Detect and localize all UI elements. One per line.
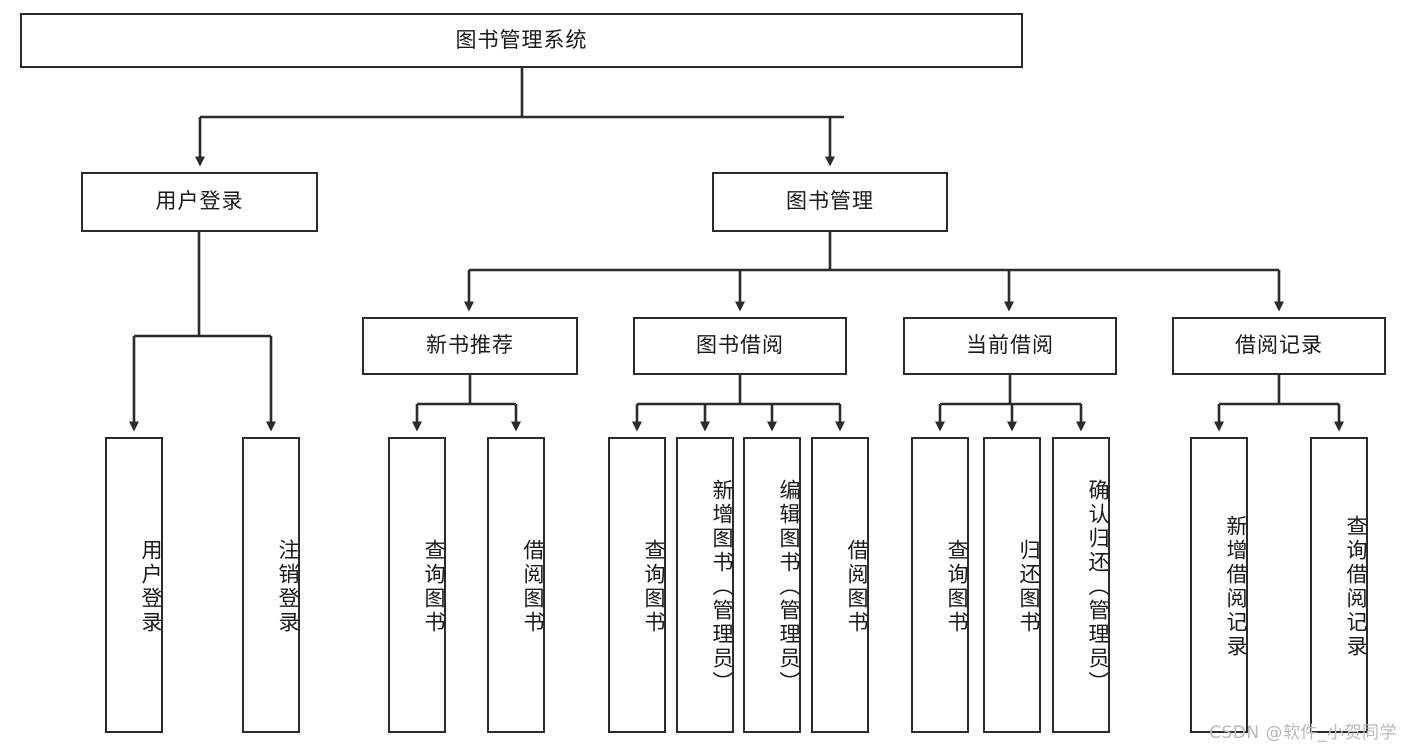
node-borrow-record-label: 借阅记录 (1235, 333, 1323, 358)
node-leaf-add-record-label: 新增借阅记录 (1224, 515, 1248, 659)
node-book-borrow[interactable]: 图书借阅 (633, 317, 847, 375)
node-new-book-recommend[interactable]: 新书推荐 (362, 317, 578, 375)
node-new-book-recommend-label: 新书推荐 (426, 333, 514, 358)
node-leaf-query-book-1[interactable]: 查询图书 (388, 437, 446, 733)
node-leaf-confirm-return-label: 确认归还（管理员） (1086, 479, 1110, 695)
node-leaf-borrow-book-2-label: 借阅图书 (845, 539, 869, 635)
node-book-borrow-label: 图书借阅 (696, 333, 784, 358)
node-leaf-user-login-label: 用户登录 (139, 539, 163, 635)
node-book-manage[interactable]: 图书管理 (712, 172, 948, 232)
node-leaf-query-record[interactable]: 查询借阅记录 (1310, 437, 1368, 733)
node-leaf-return-book[interactable]: 归还图书 (983, 437, 1041, 733)
node-leaf-borrow-book-1[interactable]: 借阅图书 (487, 437, 545, 733)
node-leaf-query-book-3[interactable]: 查询图书 (911, 437, 969, 733)
node-leaf-borrow-book-1-label: 借阅图书 (521, 539, 545, 635)
node-user-login-label: 用户登录 (155, 189, 244, 214)
node-leaf-borrow-book-2[interactable]: 借阅图书 (811, 437, 869, 733)
node-leaf-query-book-2[interactable]: 查询图书 (608, 437, 666, 733)
csdn-watermark: CSDN @软件_小贺同学 (1209, 723, 1397, 743)
node-user-login[interactable]: 用户登录 (81, 172, 318, 232)
node-current-borrow-label: 当前借阅 (966, 333, 1054, 358)
node-book-manage-label: 图书管理 (786, 189, 874, 214)
node-root[interactable]: 图书管理系统 (20, 13, 1023, 68)
node-leaf-logout[interactable]: 注销登录 (242, 437, 300, 733)
node-leaf-return-book-label: 归还图书 (1017, 539, 1041, 635)
node-leaf-edit-book[interactable]: 编辑图书（管理员） (743, 437, 801, 733)
node-leaf-query-book-3-label: 查询图书 (945, 539, 969, 635)
node-leaf-add-book[interactable]: 新增图书（管理员） (676, 437, 734, 733)
node-leaf-user-login[interactable]: 用户登录 (105, 437, 163, 733)
node-leaf-edit-book-label: 编辑图书（管理员） (777, 479, 801, 695)
node-leaf-query-book-1-label: 查询图书 (422, 539, 446, 635)
node-leaf-logout-label: 注销登录 (276, 539, 300, 635)
node-current-borrow[interactable]: 当前借阅 (903, 317, 1117, 375)
node-leaf-add-record[interactable]: 新增借阅记录 (1190, 437, 1248, 733)
node-leaf-add-book-label: 新增图书（管理员） (710, 479, 734, 695)
node-leaf-query-book-2-label: 查询图书 (642, 539, 666, 635)
node-borrow-record[interactable]: 借阅记录 (1172, 317, 1386, 375)
node-leaf-query-record-label: 查询借阅记录 (1344, 515, 1368, 659)
node-root-label: 图书管理系统 (455, 27, 588, 52)
node-leaf-confirm-return[interactable]: 确认归还（管理员） (1052, 437, 1110, 733)
